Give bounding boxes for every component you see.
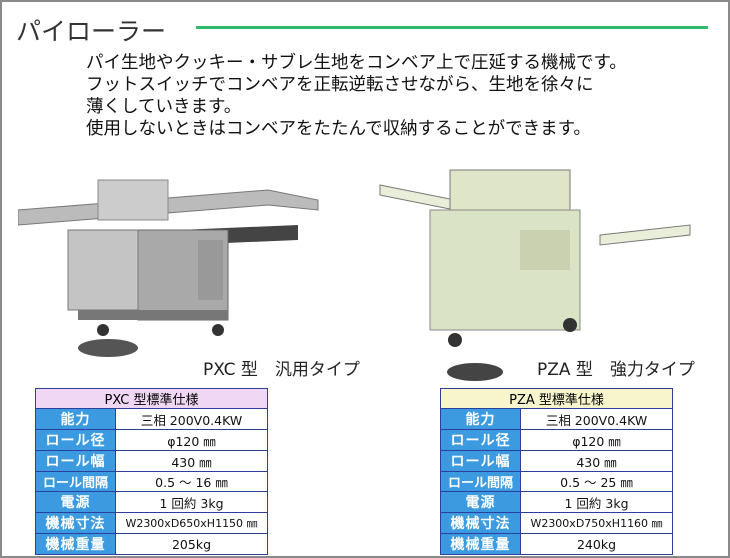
spec-value: 三相 200V0.4KW	[115, 408, 268, 430]
table-row: 能力三相 200V0.4KW	[35, 408, 268, 430]
spec-label: 機械重量	[35, 533, 116, 555]
pza-caption: PZA 型 強力タイプ	[537, 360, 695, 380]
spec-value: 三相 200V0.4KW	[520, 408, 673, 430]
spec-label: ロール間隔	[35, 471, 116, 492]
table-title: PZA 型標準仕様	[440, 388, 673, 409]
description: パイ生地やクッキー・サブレ生地をコンベア上で圧延する機械です。 フットスイッチで…	[86, 52, 627, 140]
spec-label: 機械寸法	[440, 512, 521, 534]
title-rule	[196, 26, 708, 29]
pxc-machine-image	[18, 179, 319, 357]
description-line: 使用しないときはコンベアをたたんで収納することができます。	[86, 119, 591, 139]
spec-value: 430 ㎜	[520, 450, 673, 472]
spec-label: ロール間隔	[440, 471, 521, 492]
spec-value: 205kg	[115, 533, 268, 555]
spec-value: φ120 ㎜	[115, 429, 268, 451]
description-line: 薄くしていきます。	[86, 97, 242, 117]
spec-label: ロール径	[440, 429, 521, 451]
spec-label: ロール幅	[35, 450, 116, 472]
spec-value: 0.5 ～ 25 ㎜	[520, 471, 673, 492]
pxc-caption: PXC 型 汎用タイプ	[203, 360, 360, 380]
table-title: PXC 型標準仕様	[35, 388, 268, 409]
description-line: パイ生地やクッキー・サブレ生地をコンベア上で圧延する機械です。	[86, 53, 627, 73]
spec-value: 1 回約 3kg	[520, 491, 673, 513]
description-line: フットスイッチでコンベアを正転逆転させながら、生地を徐々に	[86, 75, 594, 95]
spec-value: W2300xD650xH1150 ㎜	[115, 512, 268, 534]
spec-value: 240kg	[520, 533, 673, 555]
table-row: 能力三相 200V0.4KW	[440, 408, 673, 430]
spec-value: 1 回約 3kg	[115, 491, 268, 513]
pza-machine-image	[379, 169, 691, 381]
spec-label: ロール幅	[440, 450, 521, 472]
spec-label: 能力	[35, 408, 116, 430]
spec-label: 能力	[440, 408, 521, 430]
spec-label: 機械寸法	[35, 512, 116, 534]
spec-value: 430 ㎜	[115, 450, 268, 472]
spec-value: W2300xD750xH1160 ㎜	[520, 512, 673, 534]
spec-label: 電源	[35, 491, 116, 513]
spec-label: 機械重量	[440, 533, 521, 555]
spec-label: ロール径	[35, 429, 116, 451]
page-title: パイローラー	[16, 17, 167, 46]
spec-label: 電源	[440, 491, 521, 513]
spec-value: 0.5 ～ 16 ㎜	[115, 471, 268, 492]
spec-value: φ120 ㎜	[520, 429, 673, 451]
